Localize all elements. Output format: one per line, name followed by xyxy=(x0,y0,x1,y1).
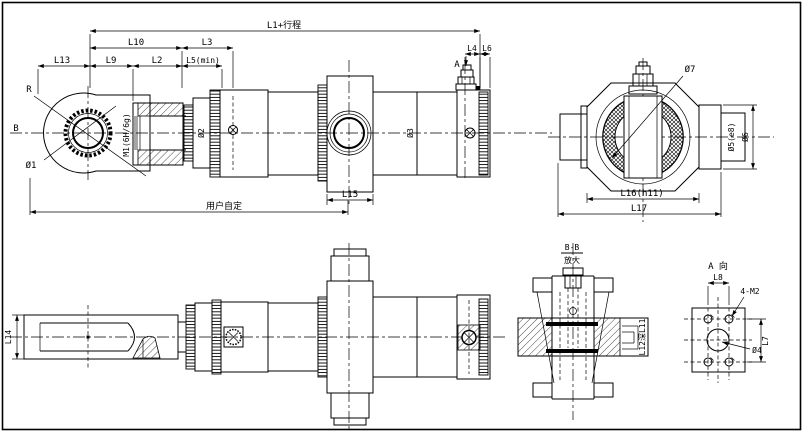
bearing-bore-slot xyxy=(623,95,663,179)
dim-l17-label: L17 xyxy=(631,204,647,214)
thread-m1-label: M1(6H/6g) xyxy=(122,113,131,156)
cylinder-tube xyxy=(267,60,458,206)
dim-user-defined-label: 用户自定 xyxy=(206,200,242,212)
dia-4-label: Ø4 xyxy=(752,345,762,355)
section-bb-title: B-B xyxy=(565,243,580,252)
dim-l5-label: L5(min) xyxy=(186,56,220,65)
dim-l2-label: L2 xyxy=(152,56,163,66)
section-arrow-b-label: B xyxy=(13,124,18,134)
radius-r-label: R xyxy=(26,85,32,95)
view-a-title: A 向 xyxy=(708,260,728,272)
dim-4-m2-label: 4-M2 xyxy=(740,287,759,296)
dim-l12-l11-label: L12深L11 xyxy=(638,318,647,355)
rod-eye xyxy=(33,86,151,180)
plan-dimensions xyxy=(12,314,24,360)
breather-plug xyxy=(628,61,658,95)
mounting-plate-section xyxy=(517,317,649,357)
rod-thread-locknut xyxy=(132,102,186,166)
dia-7-label: Ø7 xyxy=(685,64,696,75)
view-a-centerlines xyxy=(684,297,752,383)
dim-l10-label: L10 xyxy=(128,38,144,48)
dim-l4-label: L4 xyxy=(467,44,477,53)
dim-l1-stroke-label: L1+行程 xyxy=(267,19,301,31)
dia-2-label: Ø2 xyxy=(196,128,206,138)
dim-l6-label: L6 xyxy=(482,44,492,53)
rear-head xyxy=(455,62,491,178)
main-dimensions xyxy=(29,29,491,215)
view-a-dimensions xyxy=(707,281,766,363)
rear-head-plan xyxy=(456,294,491,380)
plan-view: L14 xyxy=(4,243,508,430)
end-view: Ø7 Ø5(e8) Ø6 L16(h11) L17 xyxy=(548,58,774,222)
rod-fork-plan xyxy=(23,305,179,370)
end-view-dimensions xyxy=(557,75,757,217)
dim-l13-label: L13 xyxy=(54,56,70,66)
dim-l3-label: L3 xyxy=(202,38,213,48)
dim-l14-label: L14 xyxy=(4,330,13,345)
dia-3-label: Ø3 xyxy=(405,128,415,138)
dim-l7-label: L7 xyxy=(761,336,770,346)
view-a: A 向 xyxy=(684,260,770,383)
dim-l9-label: L9 xyxy=(106,56,117,66)
trunnion-pins xyxy=(559,104,746,170)
main-side-view: L1+行程 L10 L3 L13 L9 L2 L5(min) L4 L6 R B… xyxy=(10,19,552,215)
tube-trunnion-plan xyxy=(267,243,458,430)
front-head xyxy=(219,89,269,178)
dia-6-label: Ø6 xyxy=(740,132,750,142)
dim-l16-label: L16(h11) xyxy=(620,189,663,199)
dia-5-label: Ø5(e8) xyxy=(726,123,736,152)
section-bb-subtitle: 放大 xyxy=(564,255,580,265)
view-a-arrow-label: A xyxy=(454,60,460,70)
dim-l15-label: L15 xyxy=(342,190,358,200)
dia-1-label: Ø1 xyxy=(26,160,37,171)
dim-l8-label: L8 xyxy=(713,273,723,282)
section-bb: B-B 放大 xyxy=(517,243,649,420)
